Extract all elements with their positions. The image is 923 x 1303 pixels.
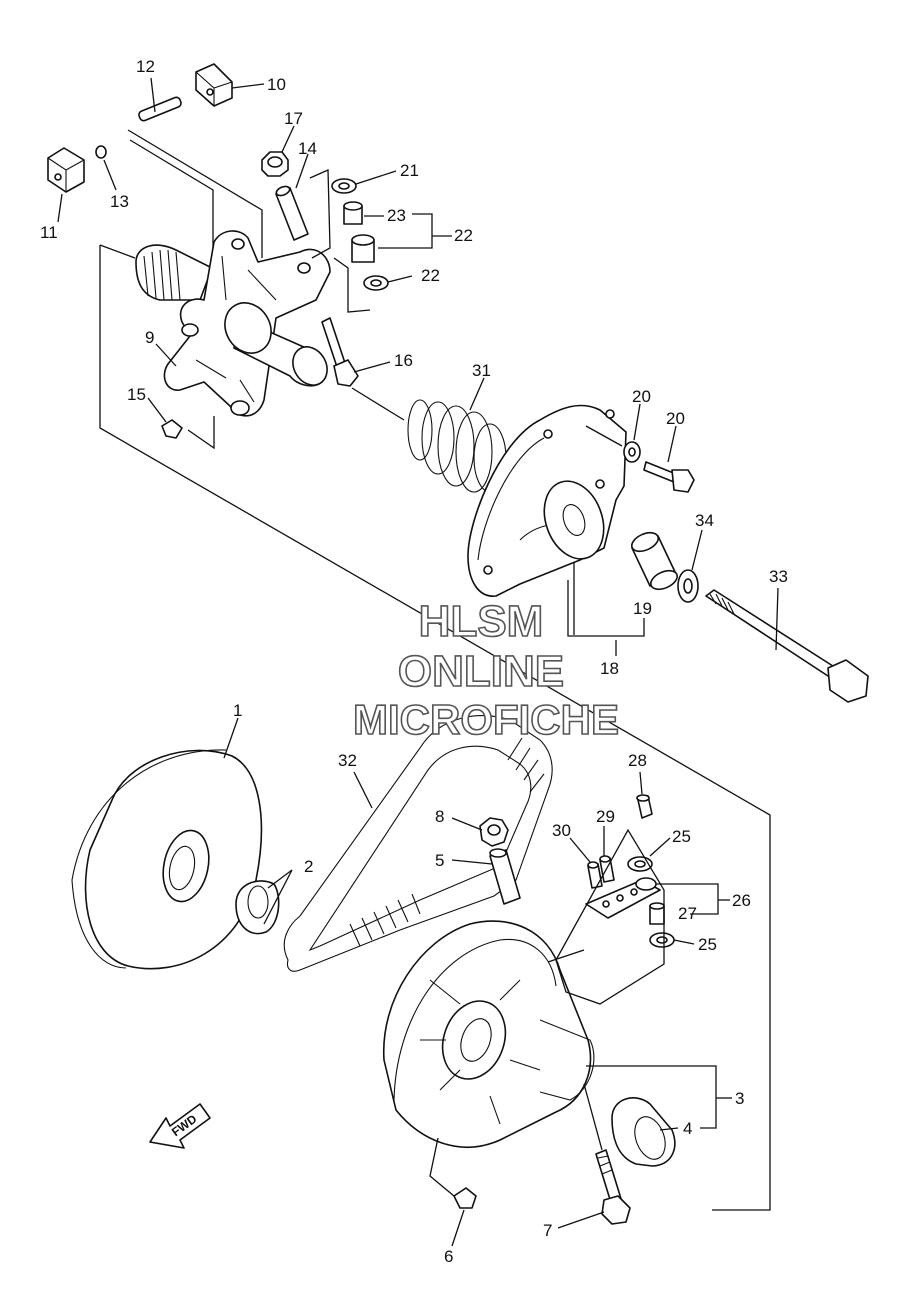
- label-21: 20: [632, 387, 651, 406]
- label-28: 28: [628, 751, 647, 770]
- part-6-pin: [453, 1187, 477, 1209]
- label-14: 14: [298, 139, 317, 158]
- label-25-bottom: 25: [698, 935, 717, 954]
- label-24: 23: [387, 206, 406, 225]
- part-18-cover: [467, 404, 627, 597]
- label-7: 7: [543, 1221, 552, 1240]
- leader-lines: [57, 77, 779, 1247]
- part-32-belt: [283, 715, 553, 972]
- label-26: 26: [732, 891, 751, 910]
- part-14-sleeve: [275, 185, 309, 241]
- label-30: 30: [552, 821, 571, 840]
- label-2: 2: [304, 857, 313, 876]
- label-22-bottom: 22: [421, 266, 440, 285]
- part-21-washer: [623, 441, 641, 463]
- label-17: 17: [284, 109, 303, 128]
- label-13: 13: [110, 192, 129, 211]
- part-22-washer-top: [331, 178, 357, 194]
- part-1-sheave: [71, 749, 263, 970]
- part-30-bolt: [587, 861, 603, 889]
- part-28-bolt: [636, 794, 653, 819]
- label-31: 31: [472, 361, 491, 380]
- part-24-bushing: [343, 201, 363, 225]
- watermark-line-2: ONLINE: [398, 647, 564, 696]
- part-15-pin: [161, 419, 183, 439]
- part-23-collar: [351, 234, 375, 263]
- part-8-nut: [479, 817, 509, 847]
- label-18: 18: [600, 659, 619, 678]
- part-33-bolt: [705, 589, 869, 703]
- part-2-collar: [235, 880, 280, 935]
- part-17-nut: [261, 151, 289, 177]
- label-15: 15: [127, 385, 146, 404]
- watermark-line-3: MICROFICHE: [353, 696, 619, 743]
- part-4-bushing: [611, 1097, 676, 1167]
- label-19: 19: [633, 599, 652, 618]
- label-4: 4: [683, 1119, 692, 1138]
- label-23: 22: [454, 226, 473, 245]
- part-34-washer: [677, 569, 699, 603]
- label-29: 29: [596, 807, 615, 826]
- part-27-bushing: [649, 902, 665, 925]
- label-12: 12: [136, 57, 155, 76]
- label-1: 1: [233, 701, 242, 720]
- label-11: 11: [40, 223, 58, 242]
- watermark: HLSM ONLINE MICROFICHE: [352, 596, 620, 744]
- part-9-housing: [135, 230, 331, 417]
- label-32: 32: [338, 751, 357, 770]
- label-8: 8: [435, 807, 444, 826]
- fwd-arrow-icon: FWD: [149, 1103, 211, 1149]
- label-5: 5: [435, 851, 444, 870]
- part-10-block: [195, 63, 233, 107]
- part-labels: 12 10 17 14 21 13 11 23 22 22 9 16 31 15…: [40, 57, 788, 1266]
- label-27: 27: [678, 904, 697, 923]
- part-12-pin: [138, 96, 182, 122]
- part-11-block: [47, 147, 85, 193]
- part-13-ring: [95, 145, 107, 159]
- part-7-bolt: [595, 1149, 631, 1225]
- part-16-bolt: [321, 317, 359, 387]
- watermark-line-1: HLSM: [419, 597, 544, 646]
- label-33: 33: [769, 567, 788, 586]
- label-6: 6: [444, 1247, 453, 1266]
- label-3: 3: [735, 1089, 744, 1108]
- label-9: 9: [145, 328, 154, 347]
- part-20-bolt: [643, 461, 695, 493]
- part-19-bushing: [631, 531, 678, 591]
- part-26-plate: [585, 877, 661, 919]
- part-25-washer-bottom: [649, 932, 675, 948]
- label-16: 16: [394, 351, 413, 370]
- label-10: 10: [267, 75, 286, 94]
- part-29-bolt: [599, 855, 615, 883]
- label-34: 34: [695, 511, 714, 530]
- part-3-sheave: [383, 920, 595, 1148]
- label-22-top: 21: [400, 161, 419, 180]
- part-22-washer-bottom: [363, 275, 389, 291]
- part-5-sleeve: [489, 848, 521, 905]
- label-25-top: 25: [672, 827, 691, 846]
- label-20: 20: [666, 409, 685, 428]
